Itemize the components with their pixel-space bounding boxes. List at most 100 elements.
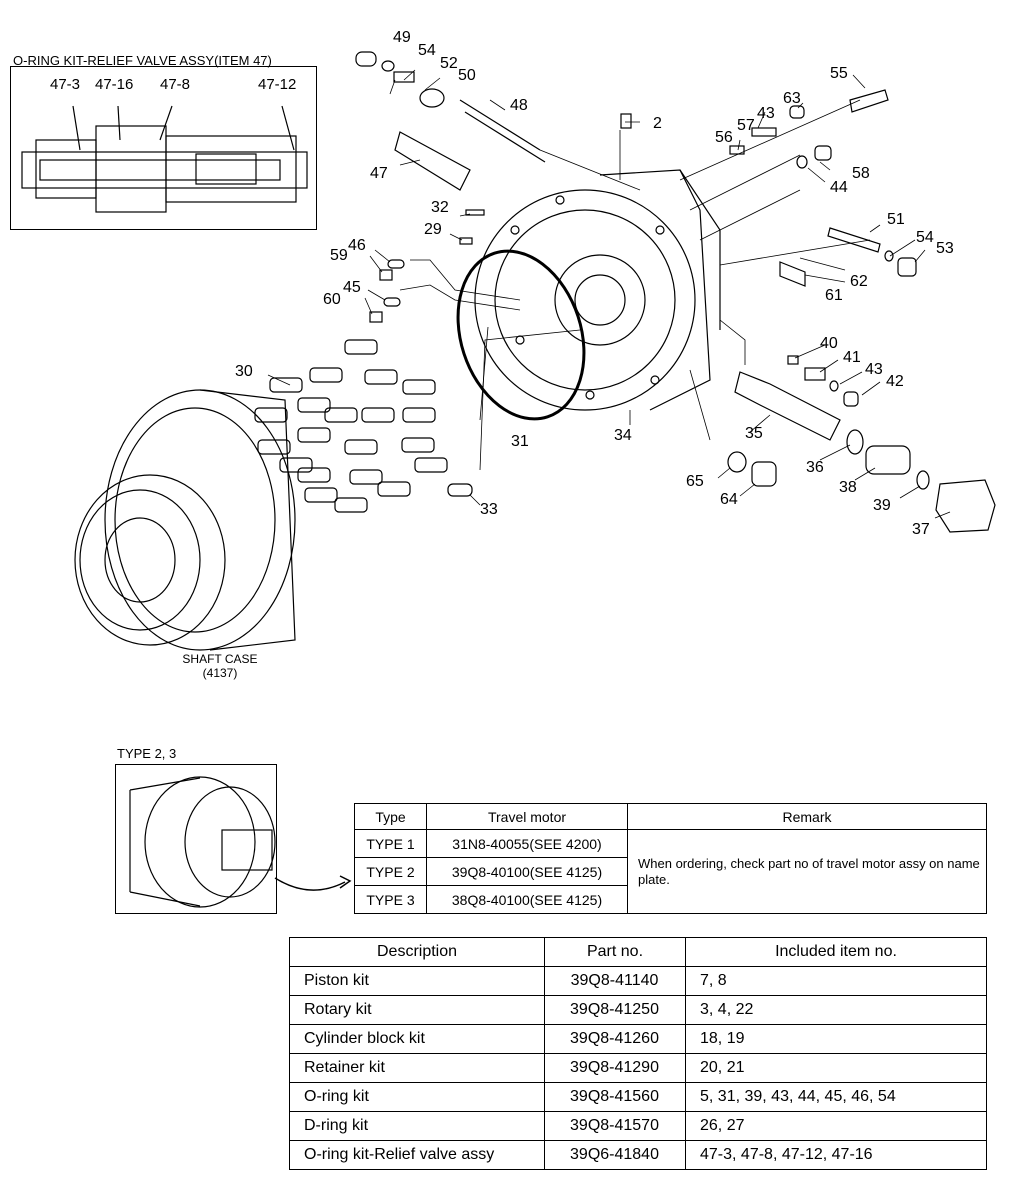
col-header: Part no. xyxy=(544,937,686,967)
part-number-labels: 49 54 52 50 48 47 2 63 55 43 57 56 58 44… xyxy=(235,29,954,538)
part-number: 35 xyxy=(745,425,763,442)
part-number: 42 xyxy=(886,373,904,390)
part-number: 53 xyxy=(936,240,954,257)
part-number: 51 xyxy=(887,211,905,228)
motor-housing-34 xyxy=(474,169,721,411)
part-cell: 39Q8-41570 xyxy=(544,1111,686,1141)
part-number: 43 xyxy=(865,361,883,378)
part-number: 31 xyxy=(511,433,529,450)
inset-label: 47-8 xyxy=(160,76,191,93)
part-number: 62 xyxy=(850,273,868,290)
part-number: 30 xyxy=(235,363,253,380)
items-cell: 5, 31, 39, 43, 44, 45, 46, 54 xyxy=(685,1082,987,1112)
inset-label: 47-12 xyxy=(258,76,297,93)
travel-motor-type-table: Type Travel motor Remark TYPE 1 31N8-400… xyxy=(354,803,987,914)
part-number: 47 xyxy=(370,165,388,182)
springs-30 xyxy=(254,339,448,513)
part-number: 43 xyxy=(757,105,775,122)
table-row: Cylinder block kit 39Q8-41260 18, 19 xyxy=(289,1024,987,1054)
remark-cell: When ordering, check part no of travel m… xyxy=(627,829,987,914)
table-row: Retainer kit 39Q8-41290 20, 21 xyxy=(289,1053,987,1083)
part-number: 64 xyxy=(720,491,738,508)
part-number: 34 xyxy=(614,427,632,444)
table-row: TYPE 3 38Q8-40100(SEE 4125) xyxy=(354,885,987,914)
part-number: 38 xyxy=(839,479,857,496)
table-row: Rotary kit 39Q8-41250 3, 4, 22 xyxy=(289,995,987,1025)
part-cell: 39Q8-41290 xyxy=(544,1053,686,1083)
desc-cell: D-ring kit xyxy=(289,1111,545,1141)
part-number: 50 xyxy=(458,67,476,84)
part-number: 44 xyxy=(830,179,848,196)
part-number: 54 xyxy=(916,229,934,246)
desc-cell: Cylinder block kit xyxy=(289,1024,545,1054)
part-number: 63 xyxy=(783,90,801,107)
col-header: Remark xyxy=(627,803,987,830)
small-parts xyxy=(355,51,996,533)
inset-label: 47-16 xyxy=(95,76,134,93)
type-cell: TYPE 1 xyxy=(354,829,427,858)
relief-valve-section-drawing xyxy=(21,105,308,213)
part-number: 48 xyxy=(510,97,528,114)
shaft-case-name: SHAFT CASE xyxy=(182,652,258,666)
motor-cell: 39Q8-40100(SEE 4125) xyxy=(426,857,628,886)
col-header: Travel motor xyxy=(426,803,628,830)
table-row: D-ring kit 39Q8-41570 26, 27 xyxy=(289,1111,987,1141)
col-header: Type xyxy=(354,803,427,830)
part-number: 65 xyxy=(686,473,704,490)
items-cell: 20, 21 xyxy=(685,1053,987,1083)
travel-motor-photo-sketch xyxy=(129,776,276,908)
desc-cell: O-ring kit xyxy=(289,1082,545,1112)
relief-valve-inset xyxy=(10,66,317,230)
part-number: 61 xyxy=(825,287,843,304)
part-cell: 39Q8-41260 xyxy=(544,1024,686,1054)
col-header: Description xyxy=(289,937,545,967)
part-cell: 39Q8-41560 xyxy=(544,1082,686,1112)
items-cell: 26, 27 xyxy=(685,1111,987,1141)
motor-cell: 38Q8-40100(SEE 4125) xyxy=(426,885,628,914)
col-header: Included item no. xyxy=(685,937,987,967)
items-cell: 47-3, 47-8, 47-12, 47-16 xyxy=(685,1140,987,1170)
inset-title: O-RING KIT-RELIEF VALVE ASSY(ITEM 47) xyxy=(13,53,272,68)
items-cell: 18, 19 xyxy=(685,1024,987,1054)
shaft-case-drawing xyxy=(74,389,296,651)
items-cell: 3, 4, 22 xyxy=(685,995,987,1025)
o-ring-31 xyxy=(456,249,586,421)
part-number: 32 xyxy=(431,199,449,216)
desc-cell: Retainer kit xyxy=(289,1053,545,1083)
part-number: 60 xyxy=(323,291,341,308)
part-number: 29 xyxy=(424,221,442,238)
table-row: TYPE 1 31N8-40055(SEE 4200) When orderin… xyxy=(354,829,987,914)
desc-cell: Piston kit xyxy=(289,966,545,996)
part-number: 52 xyxy=(440,55,458,72)
part-cell: 39Q8-41140 xyxy=(544,966,686,996)
kit-table: Description Part no. Included item no. P… xyxy=(289,937,987,1170)
part-number: 56 xyxy=(715,129,733,146)
part-cell: 39Q8-41250 xyxy=(544,995,686,1025)
table-row: O-ring kit 39Q8-41560 5, 31, 39, 43, 44,… xyxy=(289,1082,987,1112)
shaft-case-ref: (4137) xyxy=(202,666,238,680)
type-cell: TYPE 3 xyxy=(354,885,427,914)
part-number: 36 xyxy=(806,459,824,476)
part-number: 41 xyxy=(843,349,861,366)
part-number: 57 xyxy=(737,117,755,134)
type-cell: TYPE 2 xyxy=(354,857,427,886)
travel-motor-photo xyxy=(115,764,277,914)
part-number: 59 xyxy=(330,247,348,264)
part-number: 49 xyxy=(393,29,411,46)
motor-cell: 31N8-40055(SEE 4200) xyxy=(426,829,628,858)
leader-lines xyxy=(267,69,951,519)
part-number: 54 xyxy=(418,42,436,59)
part-number: 55 xyxy=(830,65,848,82)
arrow xyxy=(274,877,346,891)
part-number: 2 xyxy=(653,115,662,132)
part-number: 46 xyxy=(348,237,366,254)
table-row: Piston kit 39Q8-41140 7, 8 xyxy=(289,966,987,996)
type-label: TYPE 2, 3 xyxy=(117,746,177,761)
part-number: 39 xyxy=(873,497,891,514)
part-number: 58 xyxy=(852,165,870,182)
part-cell: 39Q6-41840 xyxy=(544,1140,686,1170)
part-number: 45 xyxy=(343,279,361,296)
table-row: O-ring kit-Relief valve assy 39Q6-41840 … xyxy=(289,1140,987,1170)
shaft-case-caption: SHAFT CASE (4137) xyxy=(165,652,275,680)
